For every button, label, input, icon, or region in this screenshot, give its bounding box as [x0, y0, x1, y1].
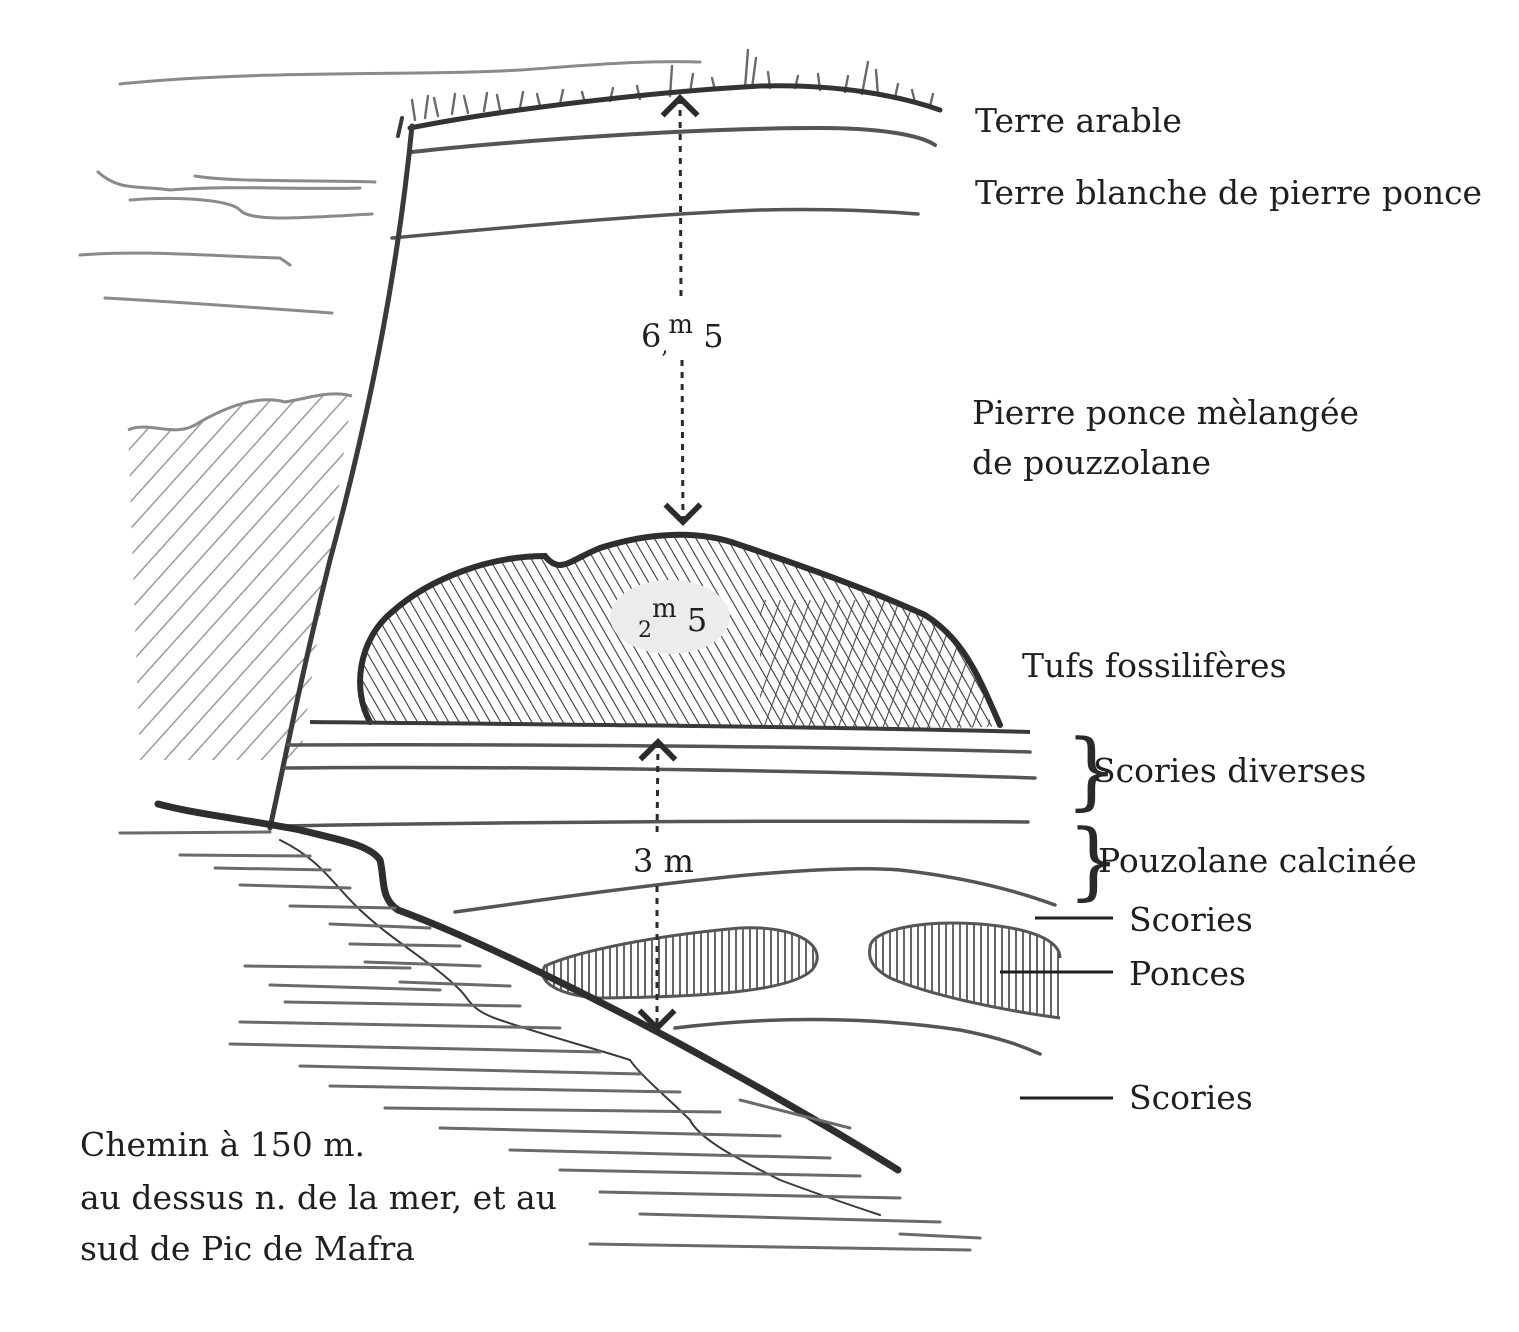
label-pierre-ponce-line2: de pouzzolane — [972, 443, 1212, 482]
brace-scories-diverses: } — [1065, 721, 1119, 819]
leader-lines — [1000, 916, 1113, 1100]
label-scories-lower: Scories — [1129, 1078, 1253, 1117]
measure-arrow-lower — [637, 738, 678, 1032]
measure-tuff-frac: 5 — [686, 601, 708, 639]
measure-upper-whole: 6 — [641, 317, 662, 355]
measure-upper-unit: m — [668, 310, 694, 340]
measure-upper-frac: 5 — [703, 317, 724, 355]
caption-line-1: Chemin à 150 m. — [80, 1125, 366, 1164]
label-ponces: Ponces — [1129, 954, 1246, 993]
measure-arrow-upper — [660, 94, 703, 526]
lower-strata — [278, 743, 1057, 1056]
cliff-face — [267, 116, 415, 831]
brace-pouzolane: } — [1067, 811, 1121, 909]
ground-hatching — [118, 830, 982, 1252]
measure-label-tuff: 2m 5 — [638, 594, 707, 643]
grass — [410, 48, 935, 122]
label-pierre-ponce-line1: Pierre ponce mèlangée — [972, 393, 1360, 432]
measure-label-upper: 6,m 5 — [641, 310, 724, 359]
label-scories-upper: Scories — [1129, 900, 1253, 939]
label-tufs: Tufs fossilifères — [1022, 646, 1287, 685]
measure-upper-sep: , — [661, 334, 669, 359]
label-scories-diverses: Scories diverses — [1093, 751, 1367, 790]
label-pouzolane-calcinee: Pouzolane calcinée — [1098, 841, 1417, 880]
caption-line-3: sud de Pic de Mafra — [80, 1229, 415, 1268]
caption-line-2: au dessus n. de la mer, et au — [80, 1178, 557, 1217]
background-strokes — [78, 60, 702, 315]
measure-tuff-whole: 2 — [638, 618, 652, 643]
measure-label-lower: 3 m — [633, 842, 694, 880]
label-terre-arable: Terre arable — [975, 101, 1182, 140]
layer-lines-top — [390, 83, 943, 240]
label-terre-blanche: Terre blanche de pierre ponce — [975, 173, 1483, 212]
measure-tuff-unit: m — [652, 594, 677, 624]
